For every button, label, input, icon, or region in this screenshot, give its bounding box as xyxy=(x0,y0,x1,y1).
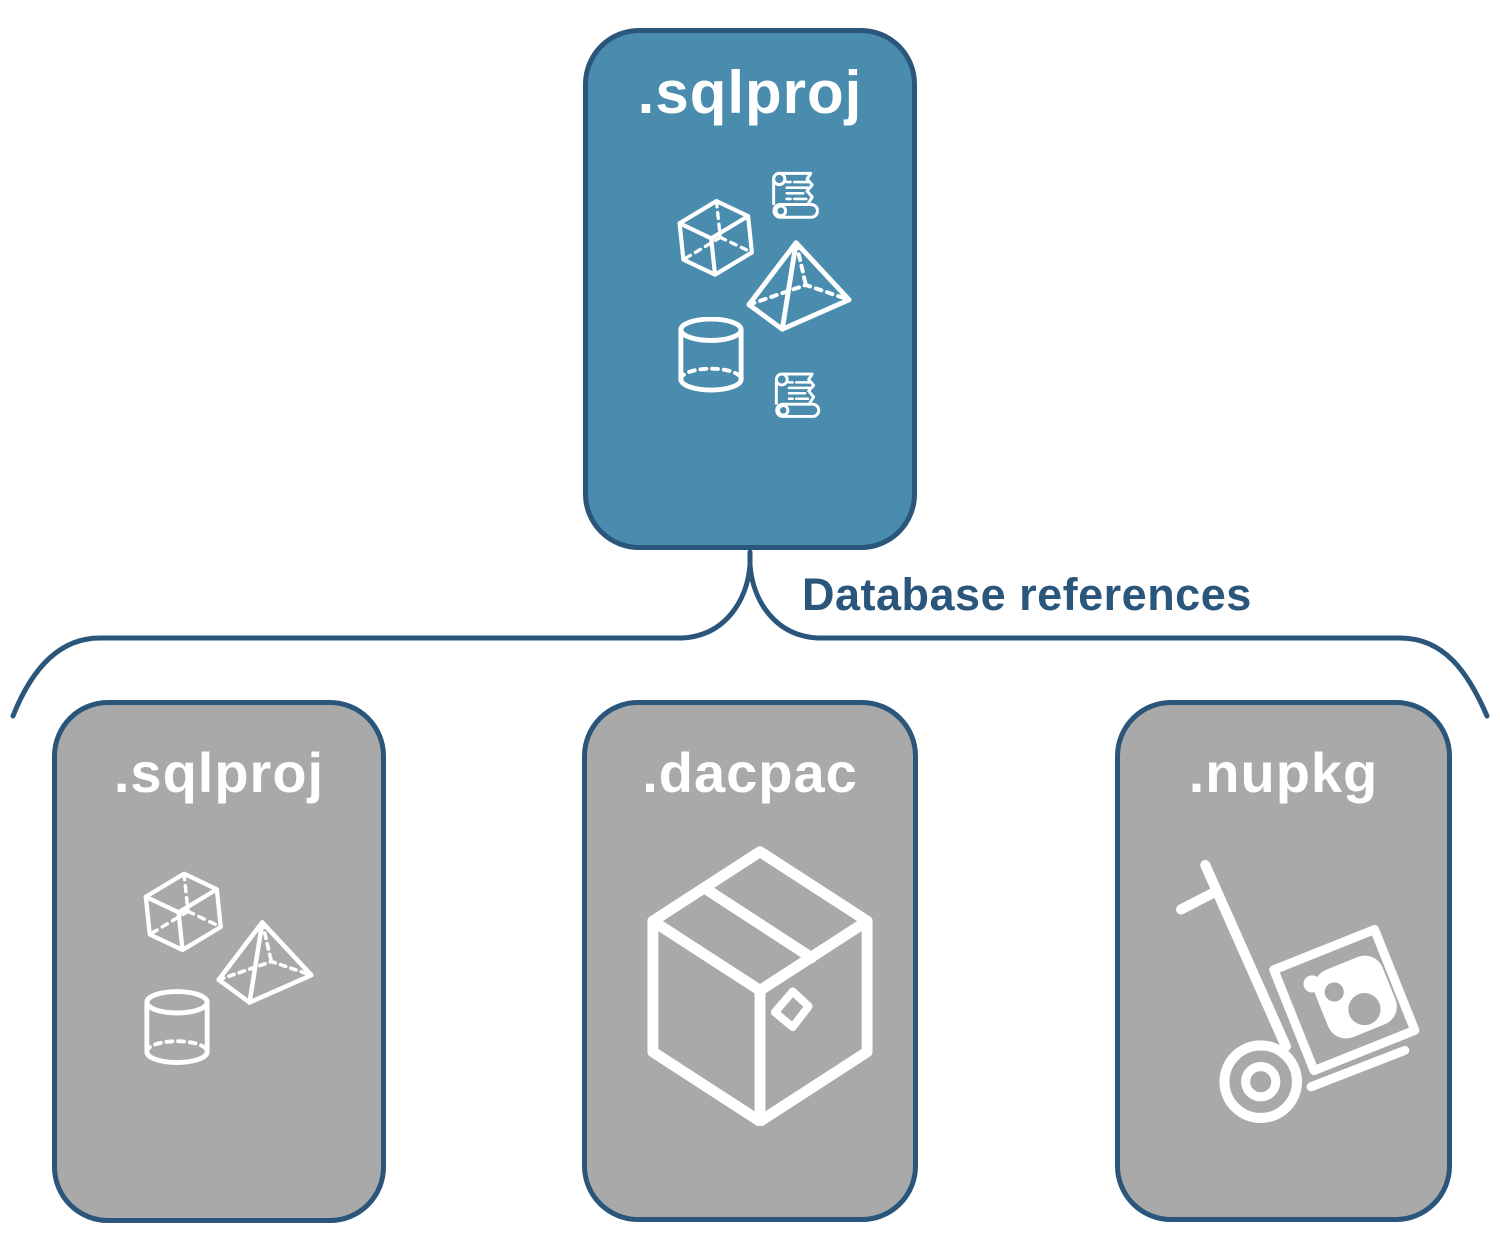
package-box-icon xyxy=(647,846,873,1126)
connector-label: Database references xyxy=(802,569,1252,620)
pyramid-icon xyxy=(216,920,314,1005)
cylinder-icon xyxy=(678,317,744,393)
pyramid-icon xyxy=(746,240,852,332)
nuget-hand-truck-icon xyxy=(1176,860,1420,1123)
target-card-title: .dacpac xyxy=(642,741,858,804)
cylinder-icon xyxy=(144,989,210,1065)
target-card-nupkg: .nupkg xyxy=(1115,700,1452,1222)
target-card-sqlproj: .sqlproj xyxy=(52,700,386,1223)
source-card-title: .sqlproj xyxy=(637,59,863,126)
source-card-sqlproj: .sqlproj xyxy=(583,28,917,550)
target-card-title: .sqlproj xyxy=(113,741,325,804)
target-card-title: .nupkg xyxy=(1188,741,1379,804)
target-card-dacpac: .dacpac xyxy=(582,700,918,1222)
cube-icon xyxy=(677,198,754,277)
scroll-icon xyxy=(774,372,821,418)
cube-icon xyxy=(143,871,223,953)
scroll-icon xyxy=(772,171,819,219)
